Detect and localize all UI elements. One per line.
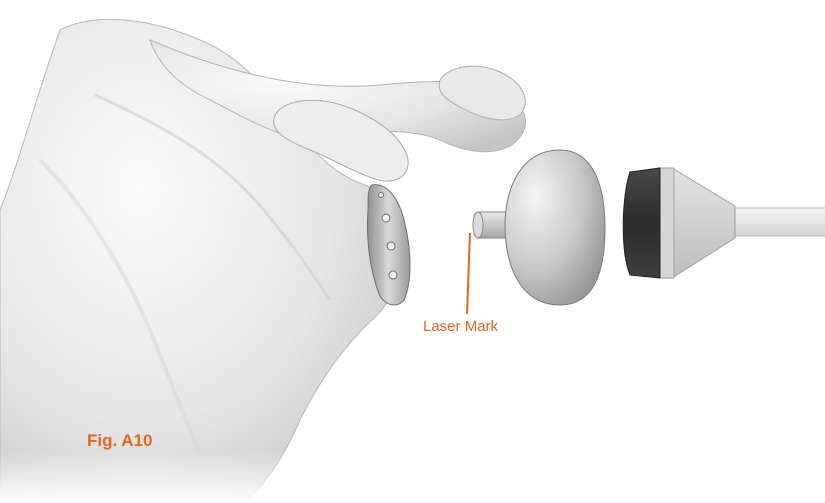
bone-fade [0,330,420,503]
stem-face [473,212,483,238]
impactor-cone [672,168,735,278]
laser-mark-leader [467,233,470,314]
impactor-dark-band [623,168,660,278]
screw-hole [382,214,390,222]
screw-hole [387,242,395,250]
figure-label: Fig. A10 [87,431,153,451]
screw-hole [389,271,397,279]
laser-mark-label: Laser Mark [423,318,498,335]
scapula-bone [0,19,526,503]
glenosphere [473,150,605,305]
glenosphere-dome [505,150,605,305]
impactor [623,168,825,278]
screw-hole [379,193,384,198]
impactor-rod [735,208,825,236]
